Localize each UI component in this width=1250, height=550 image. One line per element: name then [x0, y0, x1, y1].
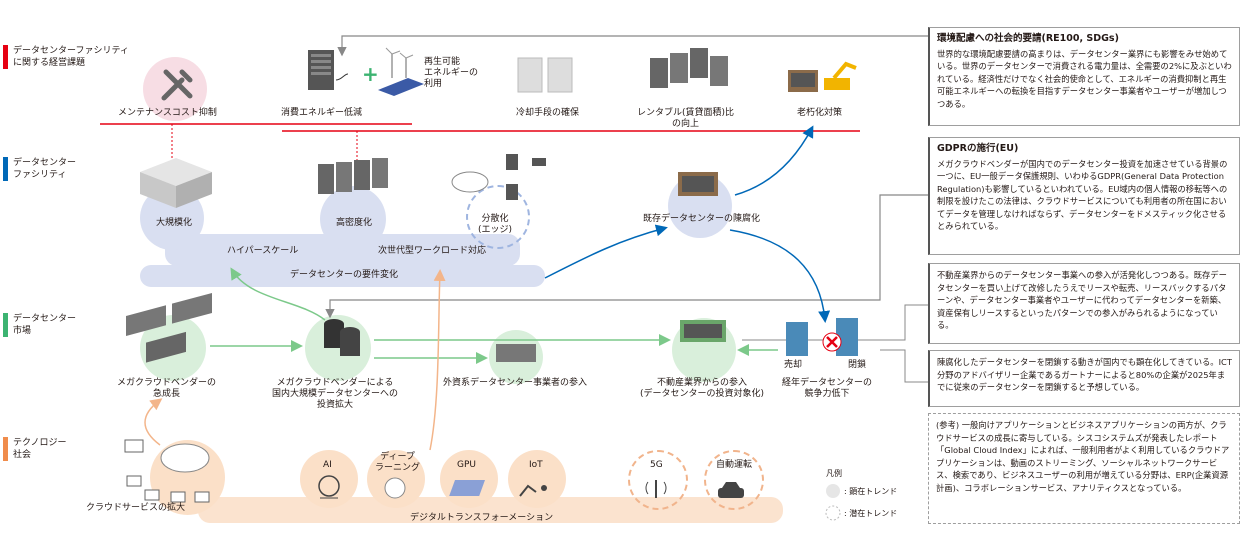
aging-label: 老朽化対策	[797, 108, 843, 118]
robot-arm-icon	[519, 484, 547, 497]
requirement-change-label: データセンターの要件変化	[290, 270, 399, 280]
lane-label-issues: データセンターファシリティ に関する経営課題	[3, 45, 129, 69]
legend-latent-label: : 潜在トレンド	[844, 509, 898, 518]
closure-label: 閉鎖	[848, 360, 867, 370]
foreign-label: 外資系データセンター事業者の参入	[443, 378, 588, 388]
cooling-unit-icon	[517, 57, 573, 93]
server-icon	[496, 344, 536, 362]
energy-label: 消費エネルギー低減	[281, 108, 363, 118]
re100-note: 環境配慮への社会的要請(RE100, SDGs) 世界的な環境配慮要請の高まりは…	[928, 27, 1240, 126]
renewable-icon	[378, 47, 424, 96]
cloud-devices-icon	[124, 439, 210, 503]
lane-label-technology: テクノロジー 社会	[3, 437, 66, 461]
next-gen-label: 次世代型ワークロード対応	[378, 246, 487, 256]
ai-label: AI	[323, 460, 332, 470]
closure-note: 陳腐化したデータセンターを閉鎖する動きが国内でも顕在化してきている。ICT分野の…	[928, 350, 1240, 407]
gpu-chip-icon	[449, 480, 485, 496]
maintenance-label: メンテナンスコスト抑制	[118, 108, 217, 118]
gdpr-arrow	[325, 194, 930, 319]
distributed-circle	[466, 185, 530, 249]
re100-body: 世界的な環境配慮要請の高まりは、データセンター業界にも影響をみせ始めている。世界…	[937, 48, 1232, 109]
legend-title: 凡例	[826, 469, 842, 478]
aged-decline-label: 経年データセンターの 競争力低下	[782, 378, 873, 399]
large-scale-label: 大規模化	[156, 218, 193, 228]
arrow-to-decline	[729, 229, 831, 323]
re100-title: 環境配慮への社会的要請(RE100, SDGs)	[937, 33, 1119, 44]
server-cluster-icon	[126, 292, 212, 363]
band-dx	[198, 497, 783, 523]
legend-apparent-label: : 顕在トレンド	[844, 487, 898, 496]
5g-label: 5G	[650, 460, 663, 470]
distributed-label: 分散化 (エッジ)	[478, 214, 513, 235]
arrow-to-aging	[734, 125, 814, 196]
gdpr-body: メガクラウドベンダーが国内でのデータセンター投資を加速させている背景の一つに、E…	[937, 158, 1228, 232]
server-rows-icon	[650, 48, 728, 88]
high-density-label: 高密度化	[336, 218, 373, 228]
lane-marker	[3, 313, 8, 337]
dx-label: デジタルトランスフォーメーション	[410, 513, 554, 523]
high-density-icon	[318, 158, 388, 194]
autonomous-circle	[704, 450, 764, 510]
realestate-body: 不動産業界からのデータセンター事業への参入が活発化しつつある。既存データセンター…	[937, 270, 1227, 330]
gdpr-title: GDPRの施行(EU)	[937, 143, 1019, 154]
gpu-circle	[440, 450, 498, 508]
arrow-to-hyperscale	[230, 267, 326, 321]
arrow-cloud-growth	[144, 398, 163, 446]
realestate-note: 不動産業界からのデータセンター事業への参入が活発化しつつある。既存データセンター…	[928, 263, 1240, 344]
reference-body: (参考) 一般向けアプリケーションとビジネスアプリケーションの両方が、クラウドサ…	[936, 420, 1230, 493]
mega-invest-label: メガクラウドベンダーによる 国内大規模データセンターへの 投資拡大	[272, 378, 399, 410]
iot-circle	[508, 450, 566, 508]
obsolete-label: 既存データセンターの陳腐化	[643, 214, 761, 224]
arrow-to-nextgen	[429, 269, 446, 451]
cooling-label: 冷却手段の確保	[516, 108, 580, 118]
lane-marker	[3, 45, 8, 69]
real-estate-label: 不動産業界からの参入 (データセンターの投資対象化)	[640, 378, 765, 399]
rentable-label: レンタブル(賃貸面積)比 の向上	[637, 108, 735, 129]
closure-body: 陳腐化したデータセンターを閉鎖する動きが国内でも顕在化してきている。ICT分野の…	[937, 357, 1232, 392]
closure-connector	[880, 349, 930, 383]
renewable-label: 再生可能 エネルギーの 利用	[424, 57, 479, 89]
coin-stack-icon	[324, 319, 360, 356]
lane-marker	[3, 157, 8, 181]
brain-icon	[384, 477, 406, 499]
plus-icon: +	[362, 62, 379, 86]
iot-label: IoT	[529, 460, 543, 470]
re100-arrow	[337, 35, 930, 57]
reference-note: (参考) 一般向けアプリケーションとビジネスアプリケーションの両方が、クラウドサ…	[928, 413, 1240, 524]
lane-marker	[3, 437, 8, 461]
mega-growth-label: メガクラウドベンダーの 急成長	[117, 378, 217, 399]
legend-apparent-icon	[826, 484, 840, 498]
lane-label-facility: データセンター ファシリティ	[3, 157, 76, 181]
ai-head-icon	[318, 475, 340, 499]
demolition-icon	[788, 61, 857, 92]
large-scale-icon	[140, 158, 212, 208]
car-icon	[718, 482, 744, 498]
server-rack-icon	[308, 50, 349, 90]
cloud-expansion-label: クラウドサービスの拡大	[86, 503, 186, 513]
lane-label-market: データセンター 市場	[3, 313, 76, 337]
antenna-icon	[645, 480, 667, 498]
deep-learning-label: ディープ ラーニング	[375, 452, 421, 473]
gdpr-note: GDPRの施行(EU) メガクラウドベンダーが国内でのデータセンター投資を加速さ…	[928, 137, 1240, 255]
old-datacenter-icon	[678, 172, 718, 196]
wrench-icon	[161, 69, 193, 101]
gpu-label: GPU	[457, 460, 476, 470]
sale-label: 売却	[784, 360, 803, 370]
5g-circle	[628, 450, 688, 510]
autonomous-label: 自動運転	[716, 460, 753, 470]
legend-latent-icon	[825, 505, 841, 521]
building-sale-icon	[786, 322, 808, 356]
server-rows-icon	[680, 320, 726, 342]
building-closure-icon	[822, 318, 858, 356]
edge-icon	[451, 154, 546, 200]
arrow-to-obsolete	[544, 224, 668, 279]
hyperscale-label: ハイパースケール	[227, 246, 299, 256]
high-density-circle	[320, 186, 386, 252]
